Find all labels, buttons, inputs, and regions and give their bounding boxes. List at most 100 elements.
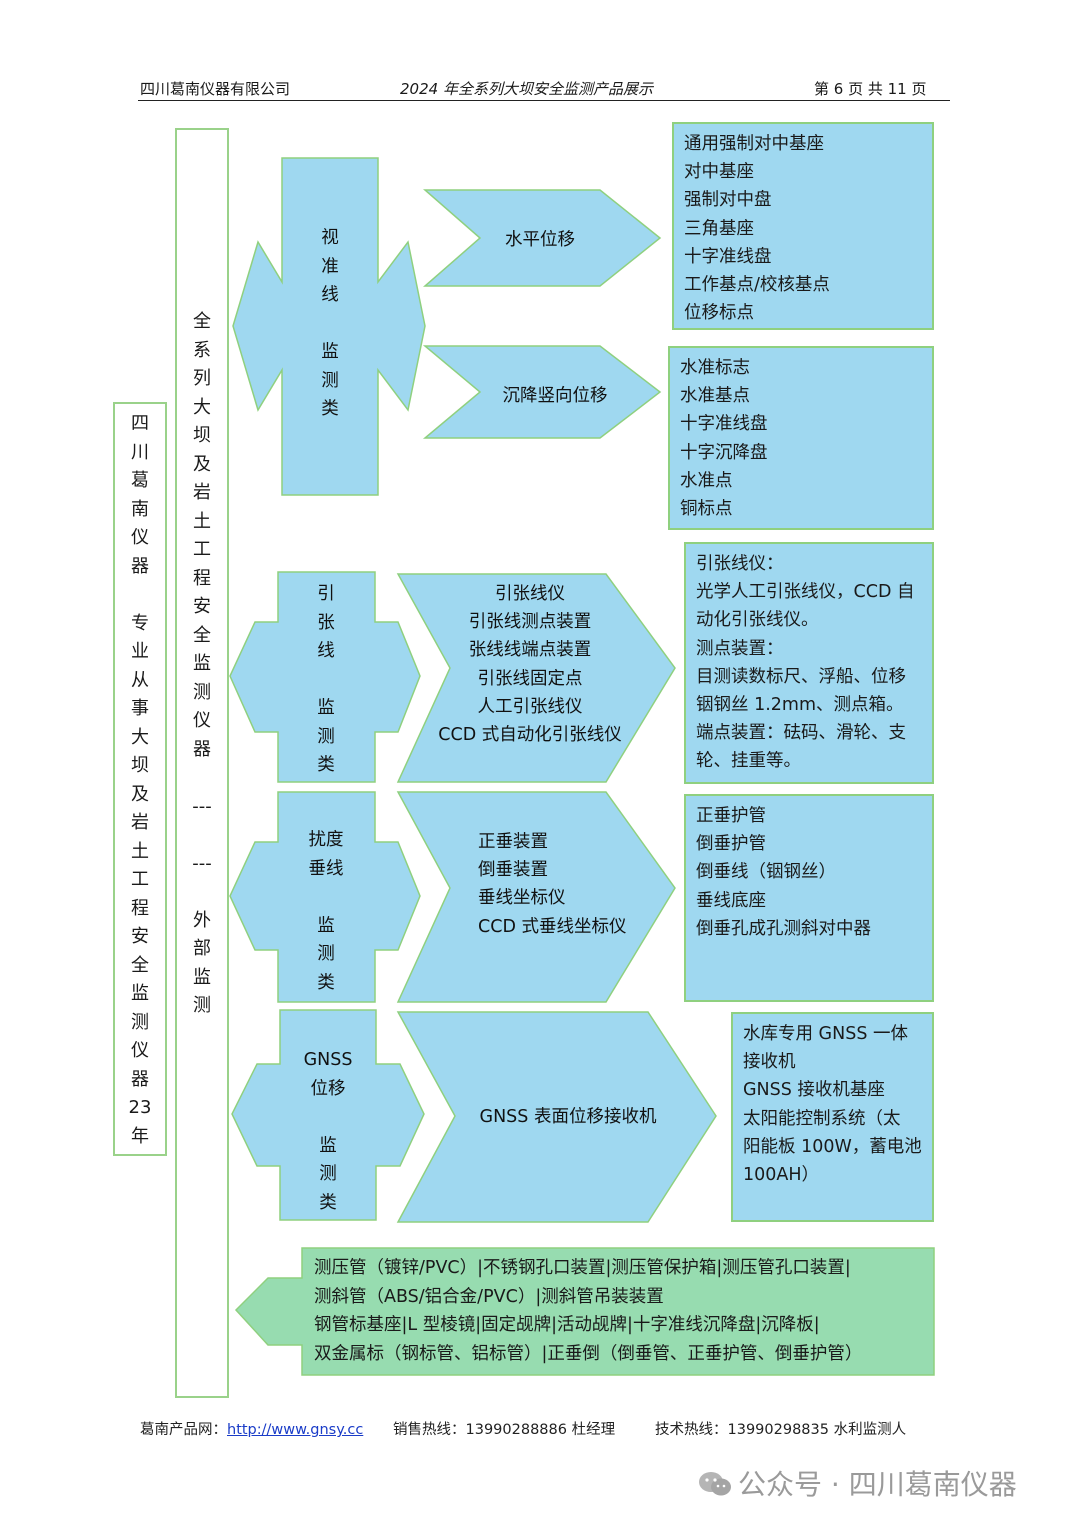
product-box-plumb: 正垂护管倒垂护管倒垂线（铟钢丝） 垂线底座倒垂孔成孔测斜对中器 — [684, 794, 934, 1002]
cross-label-line: 监 — [317, 698, 335, 718]
cross-arrow-4 — [231, 1009, 425, 1221]
cross-label-line: GNSS — [303, 1050, 353, 1070]
cross-label-line: 测 — [319, 1164, 337, 1184]
side-char: 年 — [131, 1125, 149, 1147]
product-box-settlement: 水准标志水准基点十字准线盘十字沉降盘水准点铜标点 — [668, 346, 934, 530]
chevron-line: 人工引张线仪 — [477, 696, 583, 717]
cross-arrow-3 — [229, 791, 421, 1003]
chevron-horizontal — [423, 189, 662, 287]
cross-label-line: 引 — [317, 584, 335, 604]
product-line: 十字沉降盘 — [680, 442, 768, 463]
cross-label-line — [290, 310, 370, 339]
main-char: 全 — [193, 311, 211, 332]
product-box-tension-wire: 引张线仪：光学人工引张线仪，CCD 自动化引张线仪。测点装置：目测读数标尺、浮船… — [684, 542, 934, 784]
side-char: 岩 — [131, 812, 149, 833]
main-char — [177, 878, 227, 907]
bottom-product-list: 测压管（镀锌/PVC）|不锈钢孔口装置|测压管保护箱|测压管孔口装置|测斜管（A… — [314, 1254, 934, 1368]
cross-label-line: 类 — [317, 972, 335, 993]
chevron-line: 正垂装置 — [478, 832, 548, 852]
header-title: 2024 年全系列大坝安全监测产品展示 — [400, 80, 653, 98]
main-char: 及 — [193, 453, 211, 475]
cross-label-line: 监 — [321, 342, 339, 362]
product-line: 垂线底座 — [696, 890, 766, 911]
main-char: --- — [192, 852, 212, 874]
cross-label-gnss: GNSS 位移 监测类 — [288, 1046, 368, 1217]
chevron-line: CCD 式自动化引张线仪 — [438, 725, 622, 746]
chevron-line: 倒垂装置 — [478, 860, 548, 881]
product-line: 通用强制对中基座 — [684, 134, 824, 154]
main-char: 监 — [193, 966, 211, 988]
cross-label-line: 类 — [317, 755, 335, 775]
product-line: 倒垂护管 — [696, 834, 766, 855]
product-line: 铟钢丝 1.2mm、测点箱。 — [696, 695, 904, 716]
product-line: 光学人工引张线仪，CCD 自 — [696, 582, 915, 603]
product-line: 十字准线盘 — [684, 246, 772, 267]
main-char: 外 — [193, 909, 211, 931]
main-char: 仪 — [193, 710, 211, 731]
side-char: 监 — [131, 983, 149, 1004]
main-char — [177, 821, 227, 850]
cross-arrow-1 — [232, 157, 426, 496]
main-char: 系 — [193, 339, 211, 361]
main-char: 测 — [193, 995, 211, 1016]
main-char: 土 — [193, 510, 211, 532]
cross-label-collimation: 视准线 监测类 — [290, 224, 370, 424]
product-line: 位移标点 — [684, 303, 754, 324]
chevron-gnss — [396, 1011, 717, 1223]
side-char: 土 — [131, 840, 149, 862]
main-char: 岩 — [193, 482, 211, 503]
side-char: 仪 — [131, 1040, 149, 1061]
chevron-line: 垂线坐标仪 — [478, 888, 566, 909]
cross-label-line: 测 — [321, 370, 339, 391]
footer-sales: 销售热线：13990288886 杜经理 — [393, 1422, 616, 1438]
cross-label-tension-wire: 引张线 监测类 — [286, 580, 366, 780]
product-line: 强制对中盘 — [684, 190, 772, 211]
side-char: 坝 — [131, 755, 149, 776]
header-divider — [138, 100, 950, 101]
cross-label-line: 垂线 — [308, 858, 344, 879]
cross-label-line — [286, 666, 366, 695]
side-char: 及 — [131, 783, 149, 805]
side-char: 测 — [131, 1011, 149, 1033]
side-char: 南 — [131, 498, 149, 520]
product-line: GNSS 接收机基座 — [743, 1080, 885, 1101]
cross-label-line: 位移 — [310, 1078, 346, 1099]
main-char: 全 — [193, 624, 211, 646]
cross-label-line: 张 — [317, 612, 335, 633]
footer-site-link[interactable]: http://www.gnsy.cc — [227, 1422, 364, 1438]
product-line: 倒垂线（铟钢丝） — [696, 862, 836, 883]
cross-label-line: 监 — [319, 1135, 337, 1156]
chevron-line: 张线线端点装置 — [468, 640, 592, 661]
main-char: 器 — [193, 738, 211, 760]
cross-label-line: 监 — [317, 915, 335, 936]
chevron-line: 引张线固定点 — [477, 668, 583, 689]
main-category-box: 全系列大坝及岩土工程安全监测仪器 --- --- 外部监测 — [175, 128, 229, 1398]
main-category-text: 全系列大坝及岩土工程安全监测仪器 --- --- 外部监测 — [177, 130, 227, 1021]
side-char: 葛 — [131, 470, 149, 491]
side-char: 业 — [131, 641, 149, 662]
header-page: 第 6 页 共 11 页 — [814, 80, 927, 98]
side-char: 川 — [131, 441, 149, 463]
side-char: 从 — [131, 669, 149, 691]
cross-label-line: 测 — [317, 944, 335, 964]
main-char: 程 — [193, 567, 211, 589]
side-char: 全 — [131, 954, 149, 976]
cross-label-line: 类 — [319, 1192, 337, 1213]
product-line: 测点装置： — [696, 638, 784, 659]
footer-site-label: 葛南产品网： — [140, 1422, 227, 1438]
bottom-line: 测压管（镀锌/PVC）|不锈钢孔口装置|测压管保护箱|测压管孔口装置| — [314, 1258, 851, 1278]
product-line: 倒垂孔成孔测斜对中器 — [696, 918, 871, 939]
product-line: 接收机 — [743, 1052, 796, 1073]
chevron-settlement — [422, 345, 662, 439]
side-char: 专 — [131, 612, 149, 634]
main-char: 部 — [193, 938, 211, 959]
cross-label-deflection: 扰度垂线 监测类 — [286, 826, 366, 997]
product-box-horizontal: 通用强制对中基座对中基座强制对中盘三角基座十字准线盘工作基点/校核基点位移标点 — [672, 122, 934, 330]
cross-label-line: 线 — [317, 641, 335, 661]
main-char: 坝 — [193, 425, 211, 446]
product-line: 正垂护管 — [696, 806, 766, 826]
side-char: 大 — [131, 726, 149, 748]
chevron-line: 引张线仪 — [495, 584, 565, 604]
